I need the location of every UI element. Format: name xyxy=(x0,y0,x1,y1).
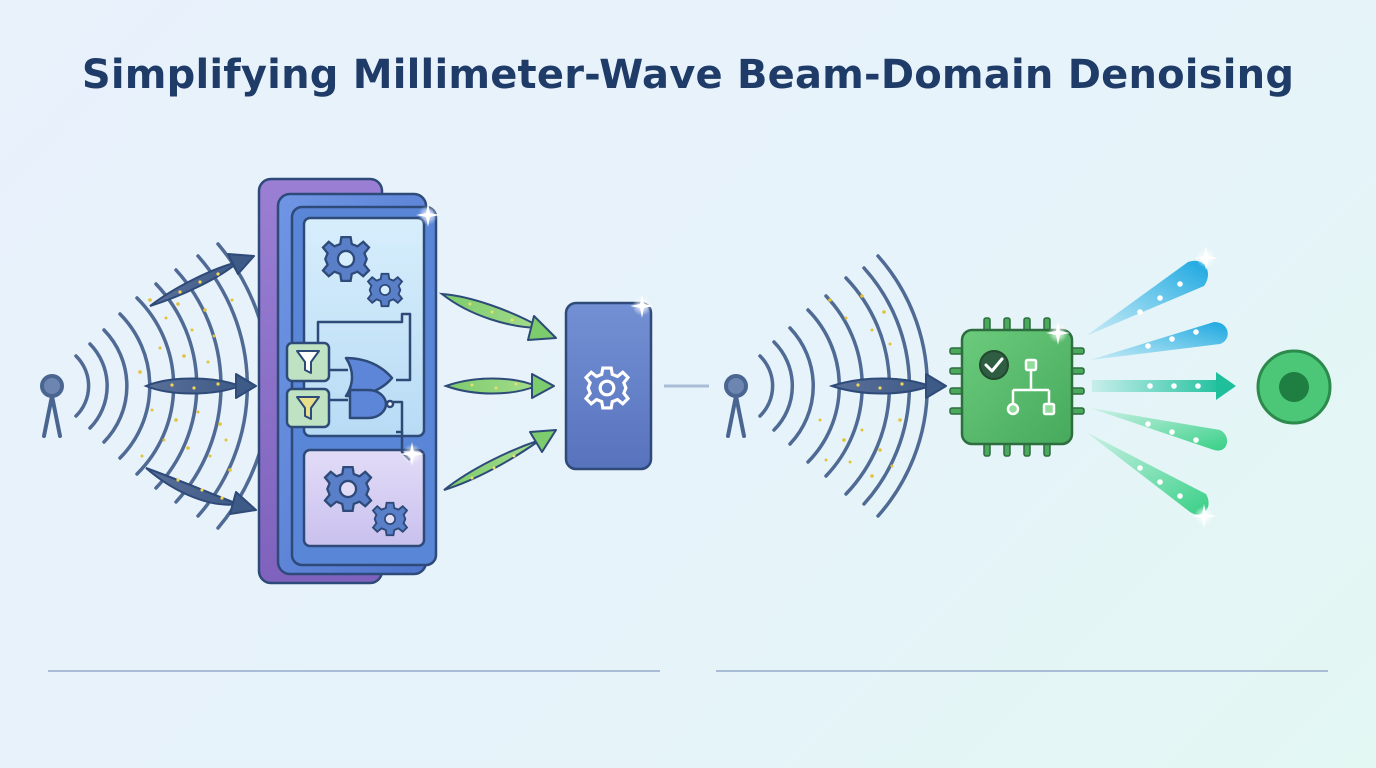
noise-dots xyxy=(138,298,234,472)
output-beam-4 xyxy=(1090,408,1228,451)
processing-module xyxy=(564,294,654,471)
filter-icon xyxy=(285,387,331,429)
filtered-beam-top xyxy=(438,292,557,341)
output-beam-3 xyxy=(1092,372,1236,400)
left-scenario xyxy=(40,177,654,585)
output-beam-5 xyxy=(1086,432,1209,515)
noisy-beam-bottom xyxy=(145,467,257,515)
tree-icon xyxy=(1006,358,1056,416)
output-beam-1 xyxy=(1086,260,1209,336)
noisy-beam-input xyxy=(828,373,947,399)
noisy-beam-top xyxy=(149,253,255,307)
output-beam-2 xyxy=(1090,322,1228,360)
gear-icon xyxy=(321,235,371,283)
filtered-beam-bottom xyxy=(443,429,557,491)
processing-stack xyxy=(257,177,440,585)
right-scenario xyxy=(724,246,1332,528)
check-icon xyxy=(979,350,1009,380)
processor-chip xyxy=(949,317,1085,457)
gear-icon xyxy=(367,272,403,308)
target-icon xyxy=(1256,349,1332,425)
logic-gate-icon xyxy=(344,356,395,420)
noisy-beam-middle xyxy=(143,373,257,399)
filter-icon xyxy=(285,341,331,383)
gear-icon xyxy=(372,501,408,537)
gear-icon xyxy=(323,465,373,513)
gear-icon xyxy=(584,366,630,410)
antenna-icon xyxy=(40,374,64,438)
antenna-icon xyxy=(724,374,748,438)
filtered-beam-middle xyxy=(443,373,555,399)
noise-dots xyxy=(818,294,902,478)
page-title: Simplifying Millimeter-Wave Beam-Domain … xyxy=(81,52,1295,98)
